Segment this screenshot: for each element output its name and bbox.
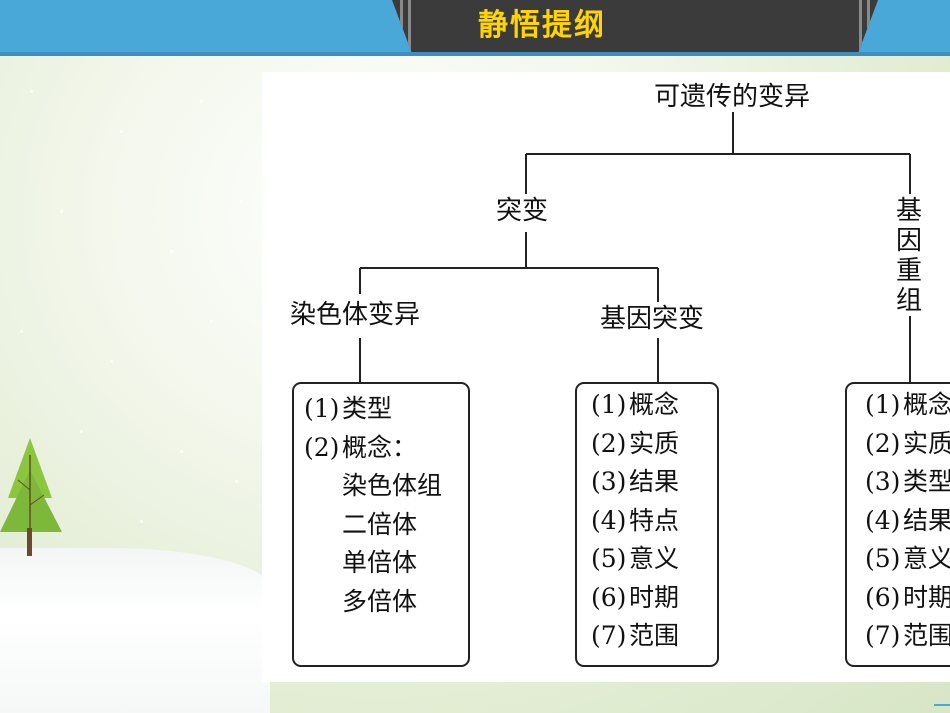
list-item: (2)概念：: [304, 432, 418, 462]
mutation-node: 突变: [496, 196, 549, 226]
chromosome-variation-node: 染色体变异: [290, 300, 421, 330]
list-item: 单倍体: [342, 548, 418, 577]
list-item: 多倍体: [342, 586, 418, 616]
footer-mark: [934, 704, 950, 706]
header-strip: [0, 52, 950, 56]
list-item: (2)实质: [591, 428, 680, 458]
list-item: (2)实质: [865, 428, 950, 458]
list-item: (1)类型: [304, 394, 393, 423]
list-item: 染色体组: [342, 471, 443, 500]
list-item: (6)时期: [591, 582, 680, 612]
connector-lines: [359, 112, 911, 384]
list-item: (4)特点: [591, 505, 680, 535]
snow-ground: [0, 548, 270, 713]
list-item: (5)意义: [591, 544, 680, 573]
list-item: (7)范围: [591, 621, 680, 650]
gene-mutation-node: 基因突变: [600, 304, 705, 334]
gene-mutation-box: (1)概念 (2)实质 (3)结果 (4)特点 (5)意义 (6)时期 (7)范…: [575, 382, 719, 667]
list-item: (1)概念: [591, 390, 680, 419]
list-item: (3)结果: [591, 467, 680, 496]
list-item: (1)概念: [865, 390, 950, 419]
list-item: 二倍体: [342, 509, 418, 539]
list-item: (5)意义: [865, 544, 950, 573]
list-item: (6)时期: [865, 582, 950, 612]
list-item: (3)类型: [865, 467, 950, 496]
list-item: (7)范围: [865, 621, 950, 650]
list-item: (4)结果: [865, 505, 950, 535]
root-node: 可遗传的变异: [654, 82, 811, 112]
chromosome-variation-box: (1)类型 (2)概念： 染色体组 二倍体 单倍体 多倍体: [292, 382, 470, 667]
page-title: 静悟提纲: [478, 8, 606, 43]
gene-recombination-box: (1)概念 (2)实质 (3)类型 (4)结果 (5)意义 (6)时期 (7)范…: [845, 382, 950, 667]
diagram-panel: 可遗传的变异 突变 基 因 重 组 染色体变异 基因突变 (1)类型 (2)概念…: [262, 72, 950, 682]
recombination-node: 基 因 重 组: [895, 196, 922, 316]
